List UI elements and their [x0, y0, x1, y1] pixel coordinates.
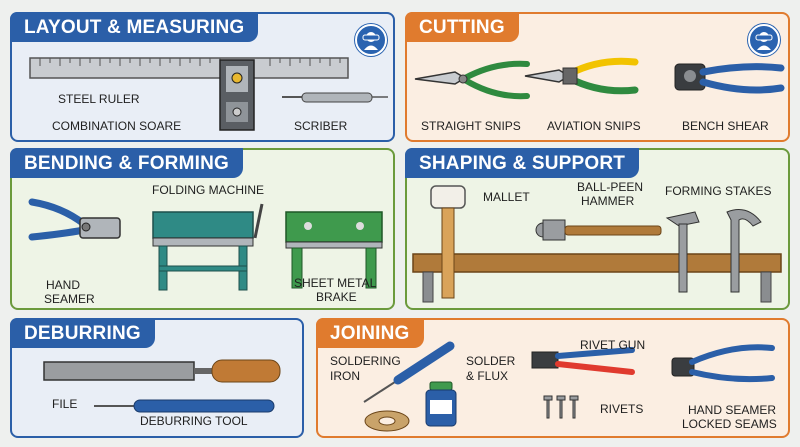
scriber-icon — [282, 92, 388, 103]
combination-square-label: COMBINATION SOARE — [52, 119, 182, 133]
cutting-panel: CUTTING STRAIGHT SNIPS AVIATION SNIPS BE… — [405, 12, 790, 142]
hand-seamer-label-line2: SEAMER — [44, 292, 95, 306]
mallet-label: MALLET — [483, 190, 530, 204]
ball-peen-hammer-icon — [535, 219, 662, 241]
straight-snips-icon — [414, 60, 530, 100]
steel-ruler-label: STEEL RULER — [58, 92, 140, 106]
layout-measuring-title: LAYOUT & MEASURING — [10, 12, 259, 42]
shaping-support-panel: SHAPING & SUPPORT MALLET BALL-PEEN HAMME… — [405, 148, 790, 310]
safety-glasses-icon — [355, 24, 387, 56]
solder-flux-label-line2: & FLUX — [466, 369, 509, 383]
deburring-tool-label: DEBURRING TOOL — [140, 414, 248, 428]
hand-seamer-locked-label-line2: LOCKED SEAMS — [682, 417, 777, 431]
solder-spool-icon — [364, 410, 410, 432]
bending-forming-title: BENDING & FORMING — [10, 148, 244, 178]
sheet-metal-brake-icon — [285, 211, 383, 289]
file-icon — [43, 359, 281, 383]
soldering-iron-icon — [363, 341, 455, 403]
aviation-snips-label: AVIATION SNIPS — [547, 119, 641, 133]
bench-shear-label: BENCH SHEAR — [682, 119, 769, 133]
forming-stakes-label: FORMING STAKES — [665, 184, 772, 198]
folding-machine-label: FOLDING MACHINE — [152, 183, 265, 197]
scriber-label: SCRIBER — [294, 119, 348, 133]
sheet-metal-brake-label-line1: SHEET METAL — [294, 276, 377, 290]
combination-square-icon — [219, 59, 255, 131]
hand-seamer-icon — [671, 344, 775, 383]
hand-seamer-locked-label-line1: HAND SEAMER — [688, 403, 777, 417]
workbench-icon — [412, 253, 782, 303]
deburring-title: DEBURRING — [10, 318, 155, 348]
bending-forming-panel: BENDING & FORMING HAND SEAMER FOLDING MA… — [10, 148, 395, 310]
file-label: FILE — [52, 397, 78, 411]
joining-title: JOINING — [316, 318, 424, 348]
deburring-panel: DEBURRING FILE DEBURRING TOOL — [10, 318, 304, 438]
joining-panel: JOINING SOLDERING IRON SOLDER & FLUX RIV — [316, 318, 790, 438]
rivet-gun-icon — [531, 347, 635, 375]
rivets-icon — [543, 395, 579, 419]
bench-shear-icon — [674, 63, 785, 94]
hand-seamer-icon — [28, 198, 121, 241]
soldering-iron-label-line1: SOLDERING — [330, 354, 401, 368]
folding-machine-icon — [152, 203, 264, 291]
layout-measuring-panel: LAYOUT & MEASURING STEEL RULER COMBINATI… — [10, 12, 395, 142]
ball-peen-hammer-label-line1: BALL-PEEN — [577, 180, 644, 194]
deburring-tool-icon — [94, 399, 275, 413]
flux-jar-icon — [425, 381, 457, 427]
rivet-gun-label: RIVET GUN — [580, 338, 646, 352]
shaping-support-title: SHAPING & SUPPORT — [405, 148, 640, 178]
straight-snips-label: STRAIGHT SNIPS — [421, 119, 521, 133]
solder-flux-label-line1: SOLDER — [466, 354, 516, 368]
sheet-metal-brake-label-line2: BRAKE — [316, 290, 357, 304]
safety-glasses-icon — [748, 24, 780, 56]
mallet-icon — [430, 185, 466, 299]
rivets-label: RIVETS — [600, 402, 644, 416]
aviation-snips-icon — [524, 57, 639, 95]
hand-seamer-label-line1: HAND — [46, 278, 81, 292]
steel-ruler-icon — [29, 57, 349, 79]
ball-peen-hammer-label-line2: HAMMER — [581, 194, 635, 208]
forming-stakes-icon — [665, 209, 762, 293]
cutting-title: CUTTING — [405, 12, 519, 42]
soldering-iron-label-line2: IRON — [330, 369, 360, 383]
